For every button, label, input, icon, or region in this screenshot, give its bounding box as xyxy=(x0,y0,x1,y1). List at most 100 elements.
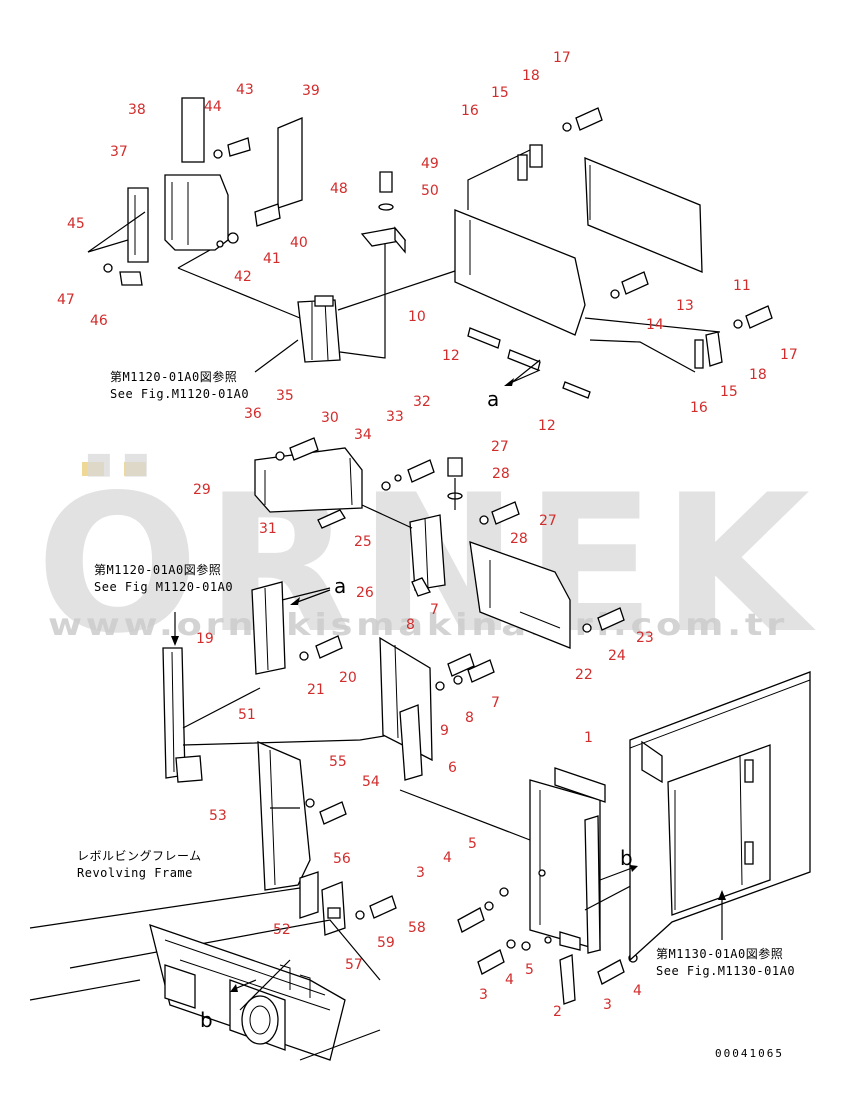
callout-35: 35 xyxy=(276,388,294,404)
callout-24: 24 xyxy=(608,648,626,664)
callout-7a: 7 xyxy=(430,602,439,618)
ref-m1120-mid-en: See Fig M1120-01A0 xyxy=(94,580,233,594)
view-letter-b-right: b xyxy=(620,846,633,870)
callout-58: 58 xyxy=(408,920,426,936)
callout-4a: 4 xyxy=(443,850,452,866)
callout-8b: 8 xyxy=(465,710,474,726)
callout-4b: 4 xyxy=(505,972,514,988)
revolving-frame xyxy=(29,887,381,1061)
callout-2: 2 xyxy=(553,1004,562,1020)
callout-4c: 4 xyxy=(633,983,642,999)
callout-36: 36 xyxy=(244,406,262,422)
view-letters: a a b b xyxy=(200,387,633,1032)
view-letter-a-mid: a xyxy=(334,574,346,598)
callout-7b: 7 xyxy=(491,695,500,711)
ref-m1120-top-jp: 第M1120-01A0図参照 xyxy=(110,369,237,384)
callout-13: 13 xyxy=(676,298,694,314)
bracket-1-group xyxy=(457,767,643,1005)
callout-37: 37 xyxy=(110,144,128,160)
callout-44: 44 xyxy=(204,99,222,115)
callout-59: 59 xyxy=(377,935,395,951)
callout-28b: 28 xyxy=(510,531,528,547)
callout-18b: 18 xyxy=(749,367,767,383)
callout-39: 39 xyxy=(302,83,320,99)
callout-22: 22 xyxy=(575,667,593,683)
callout-10: 10 xyxy=(408,309,426,325)
callout-19: 19 xyxy=(196,631,214,647)
callout-16b: 16 xyxy=(690,400,708,416)
callout-33: 33 xyxy=(386,409,404,425)
callout-5a: 5 xyxy=(468,836,477,852)
callout-41: 41 xyxy=(263,251,281,267)
callout-12b: 12 xyxy=(538,418,556,434)
callout-32: 32 xyxy=(413,394,431,410)
ref-m1120-top-en: See Fig.M1120-01A0 xyxy=(110,387,249,401)
callout-1: 1 xyxy=(584,730,593,746)
mount-bracket-top xyxy=(254,240,459,373)
callout-47: 47 xyxy=(57,292,75,308)
ref-revolving-en: Revolving Frame xyxy=(77,866,193,880)
callout-9: 9 xyxy=(440,723,449,739)
callout-25: 25 xyxy=(354,534,372,550)
callout-55: 55 xyxy=(329,754,347,770)
callout-12a: 12 xyxy=(442,348,460,364)
callout-46: 46 xyxy=(90,313,108,329)
callout-23: 23 xyxy=(636,630,654,646)
callout-3b: 3 xyxy=(479,987,488,1003)
callout-labels: 1 2 3 3 3 4 4 4 5 5 6 7 7 8 8 9 10 11 12… xyxy=(57,50,798,1020)
callout-26: 26 xyxy=(356,585,374,601)
callout-14: 14 xyxy=(646,317,664,333)
callout-54: 54 xyxy=(362,774,380,790)
bracket-group-middle-left xyxy=(162,581,531,841)
callout-27a: 27 xyxy=(491,439,509,455)
view-letter-a-top: a xyxy=(487,387,499,411)
callout-40: 40 xyxy=(290,235,308,251)
callout-50: 50 xyxy=(421,183,439,199)
panel-group-top-right xyxy=(454,107,773,399)
callout-38: 38 xyxy=(128,102,146,118)
frame-right xyxy=(629,671,811,962)
callout-45: 45 xyxy=(67,216,85,232)
callout-56: 56 xyxy=(333,851,351,867)
callout-15a: 15 xyxy=(491,85,509,101)
callout-48: 48 xyxy=(330,181,348,197)
callout-11: 11 xyxy=(733,278,751,294)
callout-57: 57 xyxy=(345,957,363,973)
callout-17b: 17 xyxy=(780,347,798,363)
drawing-code: 00041065 xyxy=(715,1047,784,1060)
bracket-group-lower-left xyxy=(257,740,397,936)
callout-3c: 3 xyxy=(603,997,612,1013)
callout-3a: 3 xyxy=(416,865,425,881)
callout-21: 21 xyxy=(307,682,325,698)
view-letter-b-bottom: b xyxy=(200,1008,213,1032)
callout-29: 29 xyxy=(193,482,211,498)
callout-18a: 18 xyxy=(522,68,540,84)
callout-16a: 16 xyxy=(461,103,479,119)
callout-49: 49 xyxy=(421,156,439,172)
bracket-48 xyxy=(360,171,407,254)
callout-34: 34 xyxy=(354,427,372,443)
callout-17a: 17 xyxy=(553,50,571,66)
callout-43: 43 xyxy=(236,82,254,98)
watermark-site: www.ornekismakinalari.com.tr xyxy=(48,608,788,643)
arrows xyxy=(171,369,726,992)
bracket-group-middle xyxy=(254,437,625,649)
callout-42: 42 xyxy=(234,269,252,285)
callout-8a: 8 xyxy=(406,617,415,633)
callout-6: 6 xyxy=(448,760,457,776)
callout-5b: 5 xyxy=(525,962,534,978)
bracket-group-top-left xyxy=(87,97,303,319)
callout-30: 30 xyxy=(321,410,339,426)
callout-20: 20 xyxy=(339,670,357,686)
ref-m1130-jp: 第M1130-01A0図参照 xyxy=(656,946,783,961)
ref-m1130-en: See Fig.M1130-01A0 xyxy=(656,964,795,978)
callout-31: 31 xyxy=(259,521,277,537)
ref-revolving-jp: レボルビングフレーム xyxy=(77,849,202,863)
ref-m1120-mid-jp: 第M1120-01A0図参照 xyxy=(94,562,221,577)
callout-52: 52 xyxy=(273,922,291,938)
callout-51: 51 xyxy=(238,707,256,723)
callout-15b: 15 xyxy=(720,384,738,400)
callout-27b: 27 xyxy=(539,513,557,529)
callout-53: 53 xyxy=(209,808,227,824)
